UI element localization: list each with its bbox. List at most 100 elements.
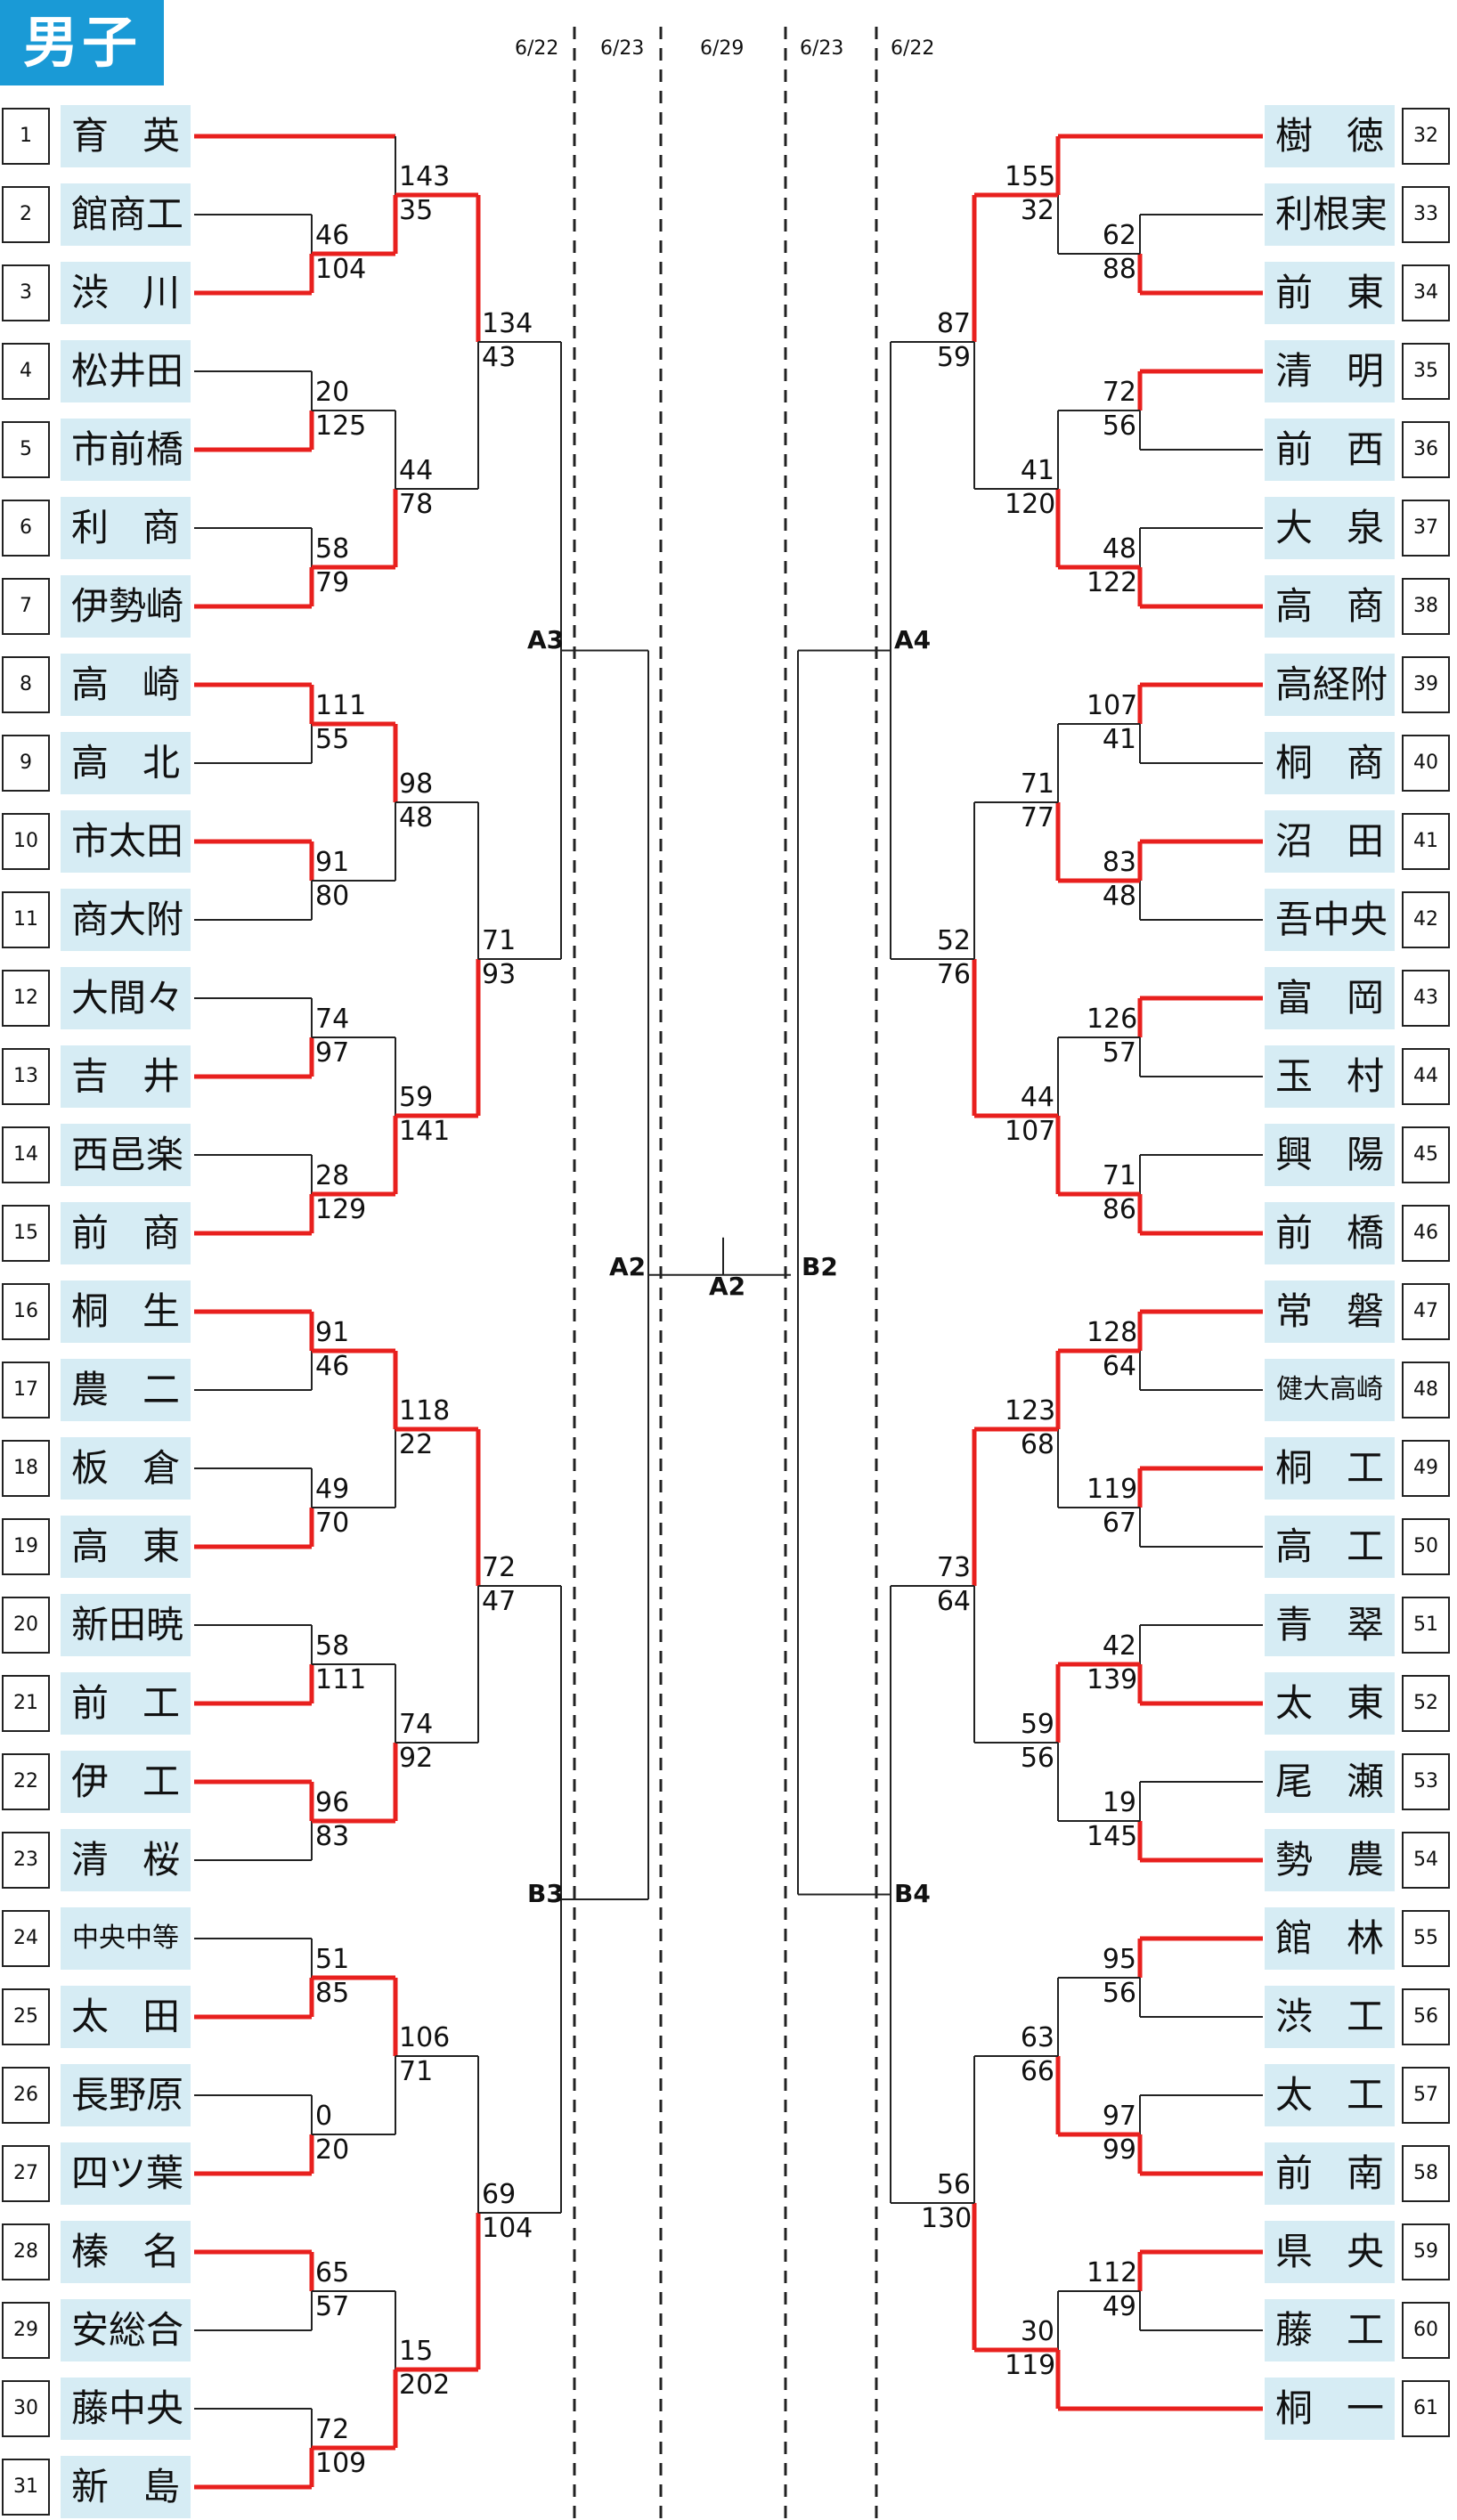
seed-number: 10 [2,813,50,870]
score-r1: 56 [1102,411,1136,442]
seed-number: 60 [1402,2302,1450,2359]
score-r3: 47 [482,1586,517,1617]
seed-number: 1 [2,108,50,165]
seed-number: 12 [2,970,50,1027]
team-name: 前工 [61,1672,191,1735]
seed-number: 15 [2,1205,50,1262]
team-name: 玉村 [1265,1045,1395,1108]
seed-number: 6 [2,500,50,557]
score-r1: 126 [1087,1004,1138,1035]
score-r1: 57 [1102,1037,1136,1069]
team-name: 前東 [1265,262,1395,324]
score-r2: 59 [399,1082,434,1113]
score-r1: 28 [315,1160,350,1191]
seed-number: 56 [1402,1988,1450,2045]
date-label-r3-left: 6/22 [515,37,559,60]
team-name: 板倉 [61,1437,191,1500]
score-r3: 134 [482,308,533,339]
seed-number: 52 [1402,1675,1450,1732]
seed-number: 55 [1402,1910,1450,1967]
score-r2: 59 [1020,1709,1054,1740]
seed-number: 22 [2,1753,50,1810]
team-name: 太工 [1265,2064,1395,2126]
seed-number: 58 [1402,2145,1450,2202]
team-name: 商大附 [61,889,191,951]
score-r1: 56 [1102,1978,1136,2009]
seed-number: 30 [2,2380,50,2437]
seed-number: 28 [2,2223,50,2280]
page-title: 男子 [22,10,141,75]
seed-number: 36 [1402,421,1450,478]
score-r3: 130 [921,2203,973,2234]
team-name: 大泉 [1265,497,1395,559]
score-r2: 35 [399,195,434,226]
score-r2: 143 [399,161,451,192]
team-name: 新島 [61,2456,191,2518]
seed-number: 7 [2,578,50,635]
score-r1: 97 [315,1037,350,1069]
team-name: 市太田 [61,810,191,873]
team-name: 桐生 [61,1280,191,1343]
score-r1: 85 [315,1978,350,2009]
score-r1: 83 [1102,847,1136,878]
score-r3: 52 [936,925,971,956]
seed-number: 33 [1402,186,1450,243]
date-label-r4-left: 6/23 [600,37,645,60]
seed-number: 11 [2,891,50,948]
team-name: 安総合 [61,2299,191,2361]
team-name: 育英 [61,105,191,167]
team-name: 高工 [1265,1516,1395,1578]
seed-number: 31 [2,2459,50,2516]
team-name: 県央 [1265,2221,1395,2283]
team-name: 高北 [61,732,191,794]
score-r1: 48 [1102,533,1136,565]
score-r1: 70 [315,1508,350,1539]
score-r1: 109 [315,2448,367,2479]
score-r1: 20 [315,2134,350,2166]
marker-a2-left: A2 [609,1252,647,1281]
seed-number: 27 [2,2145,50,2202]
seed-number: 40 [1402,735,1450,792]
seed-number: 29 [2,2302,50,2359]
score-r2: 30 [1020,2316,1054,2347]
score-r3: 43 [482,342,517,373]
score-r1: 99 [1102,2134,1136,2166]
marker-b4: B4 [894,1879,931,1908]
team-name: 中央中等 [61,1907,191,1970]
marker-a4: A4 [894,625,932,654]
seed-number: 44 [1402,1048,1450,1105]
score-r2: 202 [399,2370,451,2401]
score-r1: 58 [315,1630,350,1662]
team-name: 勢農 [1265,1829,1395,1891]
seed-number: 2 [2,186,50,243]
team-name: 藤工 [1265,2299,1395,2361]
score-r1: 111 [315,1664,367,1695]
score-r3: 56 [936,2169,971,2200]
team-name: 市前橋 [61,419,191,481]
seed-number: 50 [1402,1518,1450,1575]
score-r2: 98 [399,768,434,800]
seed-number: 45 [1402,1126,1450,1183]
score-r1: 95 [1102,1944,1136,1975]
score-r1: 125 [315,411,367,442]
score-r1: 49 [315,1474,350,1505]
score-r1: 58 [315,533,350,565]
score-r1: 96 [315,1787,350,1818]
score-r2: 77 [1020,802,1054,833]
score-r1: 145 [1087,1821,1138,1852]
team-name: 渋工 [1265,1986,1395,2048]
score-r2: 32 [1020,195,1054,226]
seed-number: 53 [1402,1753,1450,1810]
score-r2: 123 [1005,1395,1056,1427]
seed-number: 23 [2,1832,50,1889]
score-r1: 67 [1102,1508,1136,1539]
seed-number: 39 [1402,656,1450,713]
marker-b2: B2 [802,1252,838,1281]
team-name: 四ツ葉 [61,2142,191,2205]
score-r1: 139 [1087,1664,1138,1695]
score-r2: 78 [399,489,434,520]
score-r1: 64 [1102,1351,1136,1382]
seed-number: 48 [1402,1362,1450,1419]
team-name: 利根実 [1265,183,1395,246]
team-name: 大間々 [61,967,191,1029]
